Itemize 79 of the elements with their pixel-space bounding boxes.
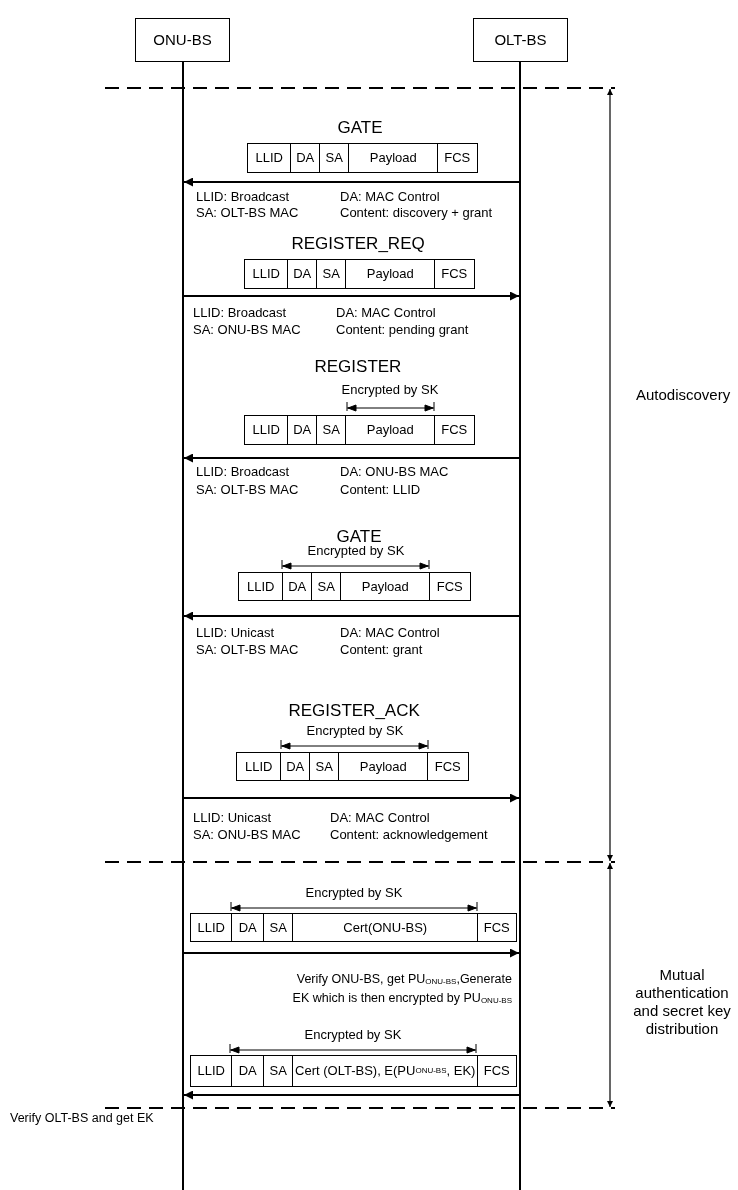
lifeline [519,61,521,1190]
field-note: SA: OLT-BS MAC [196,642,299,658]
frame-field: SA [316,415,347,445]
frame-field: SA [311,572,342,601]
frame-field: LLID [236,752,282,781]
message-name: REGISTER_REQ [291,234,425,254]
message-arrow [183,453,520,463]
frame-field: DA [287,259,318,289]
message-name: REGISTER_ACK [288,701,420,721]
field-note: SA: OLT-BS MAC [196,482,299,498]
message-name: REGISTER [314,357,402,377]
frame-field: SA [319,143,350,173]
frame-field: DA [287,415,318,445]
frame-field: DA [231,913,265,942]
field-note: DA: MAC Control [330,810,430,826]
field-note: Content: pending grant [336,322,469,338]
frame-field: Payload [345,259,436,289]
message-arrow [183,611,520,621]
field-note: SA: ONU-BS MAC [193,322,301,338]
frame-field: SA [309,752,340,781]
phase-label: Mutual authentication and secret key distribution [632,966,732,1038]
frame-field: Payload [340,572,431,601]
frame-field: FCS [434,415,475,445]
frame-field: FCS [437,143,478,173]
field-note: LLID: Unicast [193,810,272,826]
field-note: SA: ONU-BS MAC [193,827,301,843]
message-name: GATE [336,527,382,546]
frame-field: DA [290,143,321,173]
frame-field: Cert(ONU-BS) [292,913,479,942]
encryption-note: Encrypted by SK [304,1027,402,1043]
field-note: LLID: Broadcast [196,189,290,205]
frame-field: Payload [348,143,439,173]
field-note: DA: MAC Control [340,625,440,641]
encryption-note: Encrypted by SK [341,382,439,398]
participant-box: OLT-BS [473,18,568,62]
field-note: Content: LLID [340,482,421,498]
message-arrow [183,177,520,187]
message-arrow [183,948,520,958]
participant-box: ONU-BS [135,18,230,62]
processing-note: Verify OLT-BS and get EK [10,1110,154,1126]
field-note: LLID: Broadcast [196,464,290,480]
encryption-note: Encrypted by SK [305,885,403,901]
field-note: Content: grant [340,642,423,658]
message-arrow [183,291,520,301]
frame-field: LLID [190,913,233,942]
frame-field: FCS [477,1055,517,1087]
field-note: DA: MAC Control [336,305,436,321]
message-arrow [183,1090,520,1100]
field-note: Content: acknowledgement [330,827,488,843]
frame-field: LLID [190,1055,233,1087]
frame-field: SA [263,1055,294,1087]
processing-note: Verify ONU-BS, get PU$_{ONU-BS}$,Generate EK which is then encrypted by PU$_{ONU-BS}$ [291,971,512,1007]
message-name: GATE [337,118,383,138]
message-arrow [183,793,520,803]
frame-field: FCS [427,752,469,781]
frame-field: FCS [477,913,517,942]
frame-field: LLID [247,143,292,173]
frame-field: DA [280,752,311,781]
field-note: LLID: Unicast [196,625,275,641]
field-note: DA: MAC Control [340,189,440,205]
frame-field: DA [231,1055,265,1087]
frame-field: LLID [244,415,289,445]
encryption-note: Encrypted by SK [306,723,404,739]
frame-field: LLID [244,259,289,289]
encryption-note: Encrypted by SK [307,543,405,559]
lifeline [182,61,184,1190]
frame-field: SA [263,913,294,942]
field-note: SA: OLT-BS MAC [196,205,299,221]
field-note: DA: ONU-BS MAC [340,464,449,480]
frame-field: DA [282,572,313,601]
frame-field: FCS [429,572,471,601]
frame-field: Payload [338,752,429,781]
frame-field: FCS [434,259,475,289]
frame-field: SA [316,259,347,289]
field-note: Content: discovery + grant [340,205,493,221]
field-note: LLID: Broadcast [193,305,287,321]
frame-field: Payload [345,415,436,445]
phase-label: Autodiscovery [636,386,731,404]
frame-field: LLID [238,572,284,601]
